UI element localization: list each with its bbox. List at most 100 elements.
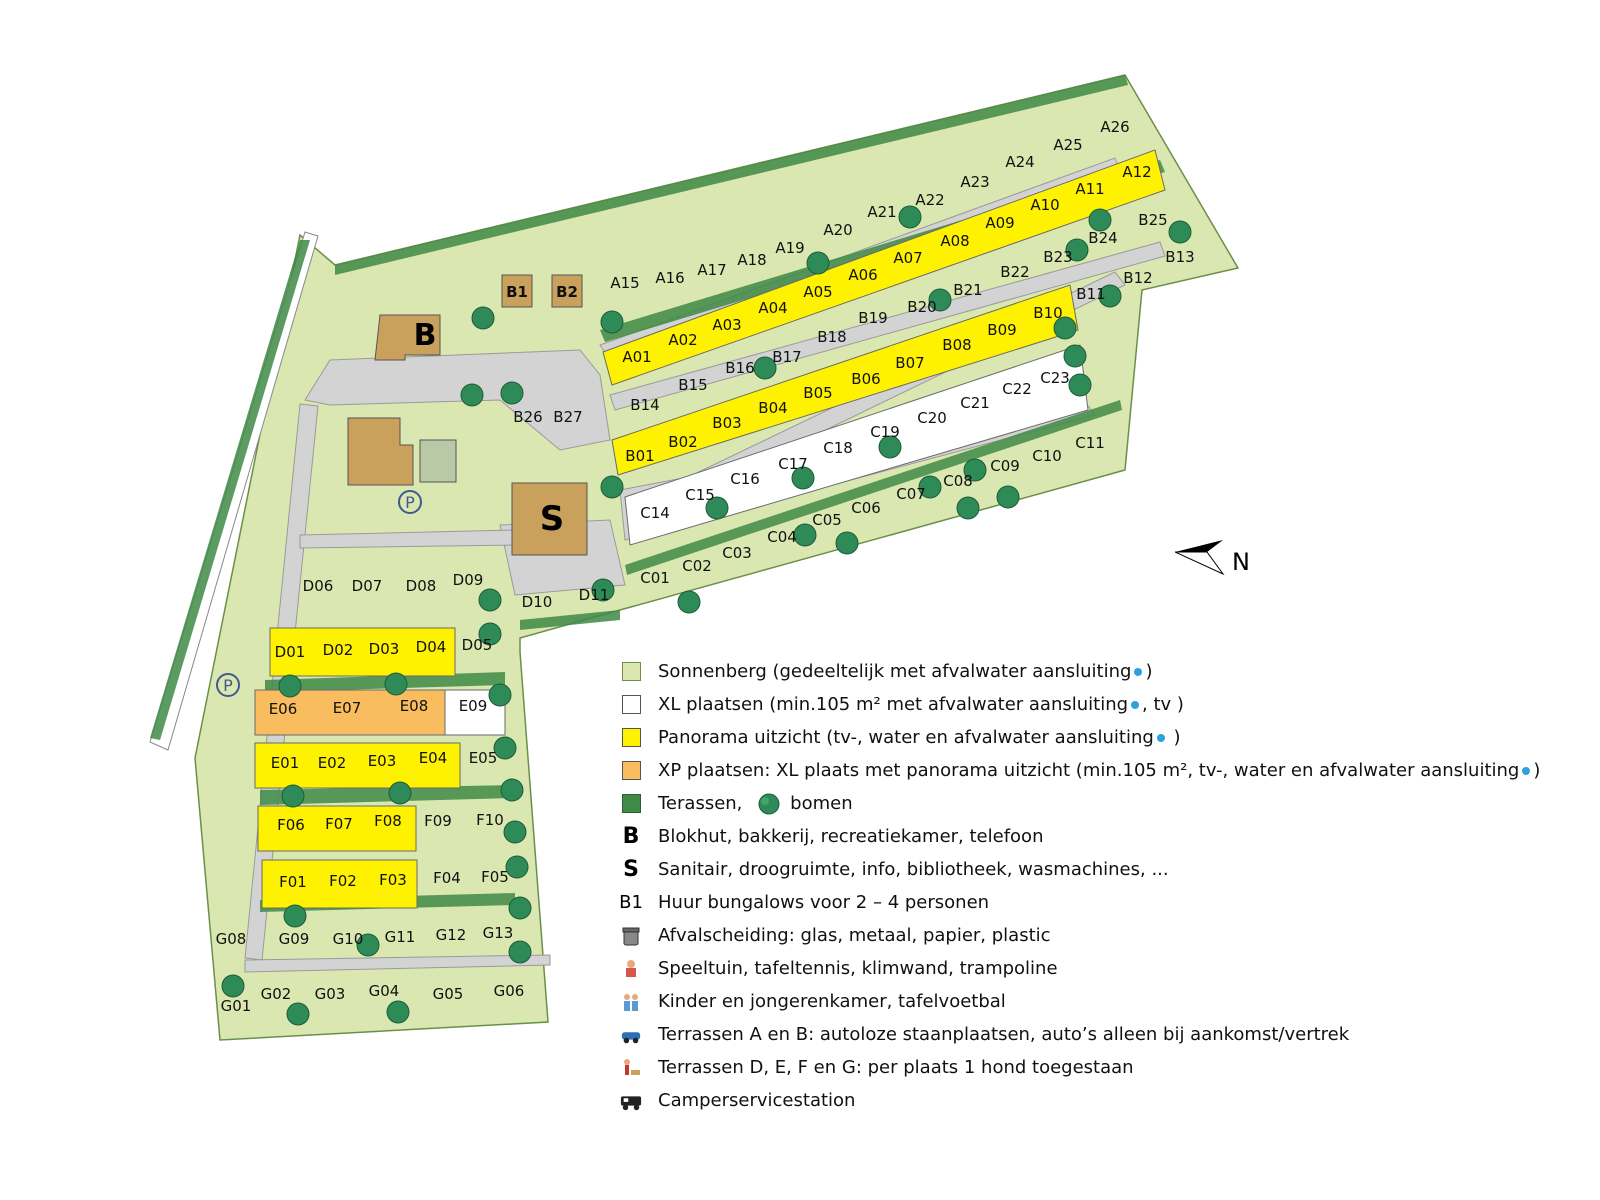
tree-icon bbox=[963, 458, 987, 482]
legend-row: Sonnenberg (gedeeltelijk met afvalwater … bbox=[620, 655, 1595, 688]
plot-label: D03 bbox=[369, 640, 400, 658]
legend-suffix: bomen bbox=[790, 792, 853, 814]
legend-text: XL plaatsen (min.105 m² met afvalwater a… bbox=[658, 694, 1129, 715]
panorama-b-row bbox=[611, 284, 1079, 476]
plot-label: C01 bbox=[640, 569, 670, 587]
plot-label: C22 bbox=[1002, 380, 1032, 398]
panorama-e-row bbox=[254, 742, 461, 789]
tree-icon bbox=[500, 778, 524, 802]
plot-label: B10 bbox=[1033, 304, 1062, 322]
plot-label: C20 bbox=[917, 409, 947, 427]
tree-icon bbox=[758, 793, 780, 814]
legend-text: XP plaatsen: XL plaats met panorama uitz… bbox=[658, 760, 1520, 781]
tree-icon bbox=[1053, 316, 1077, 340]
camper-icon bbox=[620, 1090, 642, 1112]
plot-label: C07 bbox=[896, 485, 926, 503]
plot-label: G05 bbox=[433, 985, 464, 1003]
tree-icon bbox=[600, 310, 624, 334]
plot-label: C14 bbox=[640, 504, 670, 522]
plot-label: D10 bbox=[522, 593, 553, 611]
legend-text: Camperservicestation bbox=[658, 1090, 856, 1111]
trees bbox=[221, 205, 1192, 1026]
legend-row: Afvalscheiding: glas, metaal, papier, pl… bbox=[620, 919, 1595, 952]
plot-label: A02 bbox=[668, 331, 697, 349]
tree-icon bbox=[500, 381, 524, 405]
plot-label: B01 bbox=[625, 447, 654, 465]
legend-text: Terrassen D, E, F en G: per plaats 1 hon… bbox=[658, 1057, 1134, 1078]
plot-label: B09 bbox=[987, 321, 1016, 339]
tree-icon bbox=[221, 974, 245, 998]
legend-text: Afvalscheiding: glas, metaal, papier, pl… bbox=[658, 925, 1051, 946]
plot-label: C06 bbox=[851, 499, 881, 517]
north-arrow-icon bbox=[1175, 540, 1225, 576]
plot-label: C08 bbox=[943, 472, 973, 490]
legend-row: Kinder en jongerenkamer, tafelvoetbal bbox=[620, 985, 1595, 1018]
plot-label: G09 bbox=[279, 930, 310, 948]
tree-icon bbox=[677, 590, 701, 614]
bungalow-b2-label: B2 bbox=[556, 283, 578, 301]
plot-label: C16 bbox=[730, 470, 760, 488]
swatch-grass-icon bbox=[620, 661, 642, 683]
plot-label: A05 bbox=[803, 283, 832, 301]
plot-label: B11 bbox=[1076, 285, 1105, 303]
plot-label: E03 bbox=[368, 752, 397, 770]
legend-text: Sanitair, droogruimte, info, bibliotheek… bbox=[658, 859, 1169, 880]
legend-row: B Blokhut, bakkerij, recreatiekamer, tel… bbox=[620, 820, 1595, 853]
plot-label: A17 bbox=[697, 261, 726, 279]
plot-label: B15 bbox=[678, 376, 707, 394]
plot-label: E05 bbox=[469, 749, 498, 767]
plot-label: D02 bbox=[323, 641, 354, 659]
tree-icon bbox=[508, 896, 532, 920]
plot-label: A09 bbox=[985, 214, 1014, 232]
plot-label: D09 bbox=[453, 571, 484, 589]
legend-text: Terassen, bbox=[658, 792, 743, 814]
tree-icon bbox=[384, 672, 408, 696]
plot-label: C10 bbox=[1032, 447, 1062, 465]
plot-label: F06 bbox=[277, 816, 305, 834]
tree-icon bbox=[898, 205, 922, 229]
plot-label: A12 bbox=[1122, 163, 1151, 181]
buildings: B1 B2 B S bbox=[347, 274, 588, 556]
legend-suffix: ) bbox=[1533, 760, 1541, 781]
plot-label: F08 bbox=[374, 812, 402, 830]
kids-room-icon bbox=[620, 991, 642, 1013]
tree-icon bbox=[1063, 344, 1087, 368]
plot-label: B05 bbox=[803, 384, 832, 402]
plot-label: C19 bbox=[870, 423, 900, 441]
plot-label: F04 bbox=[433, 869, 461, 887]
blokhut-letter-icon: B bbox=[622, 823, 640, 849]
plot-label: G03 bbox=[315, 985, 346, 1003]
plot-label: G10 bbox=[333, 930, 364, 948]
plot-label: D11 bbox=[579, 586, 610, 604]
legend-text: Speeltuin, tafeltennis, klimwand, trampo… bbox=[658, 958, 1058, 979]
plot-label: B19 bbox=[858, 309, 887, 327]
tree-icon bbox=[493, 736, 517, 760]
legend-row: Terassen, bomen bbox=[620, 787, 1595, 820]
legend-row: Speeltuin, tafeltennis, klimwand, trampo… bbox=[620, 952, 1595, 985]
tree-icon bbox=[478, 622, 502, 646]
plot-label: G08 bbox=[216, 930, 247, 948]
plot-label: F02 bbox=[329, 872, 357, 890]
water-hookup-icon bbox=[1156, 734, 1165, 742]
tree-icon bbox=[286, 1002, 310, 1026]
swatch-terrace-icon bbox=[620, 793, 642, 815]
legend-row: XP plaatsen: XL plaats met panorama uitz… bbox=[620, 754, 1595, 787]
plot-label: B08 bbox=[942, 336, 971, 354]
plot-label: C03 bbox=[722, 544, 752, 562]
plot-label: B21 bbox=[953, 281, 982, 299]
tree-icon bbox=[503, 820, 527, 844]
legend-row: B1 Huur bungalows voor 2 – 4 personen bbox=[619, 886, 1595, 919]
plot-label: A24 bbox=[1005, 153, 1034, 171]
plot-label: D05 bbox=[462, 636, 493, 654]
plot-label: B14 bbox=[630, 396, 659, 414]
tree-icon bbox=[388, 781, 412, 805]
plot-label: C23 bbox=[1040, 369, 1070, 387]
xl-c-row bbox=[624, 344, 1089, 546]
car-icon bbox=[620, 1024, 642, 1046]
tree-icon bbox=[591, 578, 615, 602]
tree-icon bbox=[1065, 238, 1089, 262]
parking-symbols: P P bbox=[216, 490, 422, 697]
parking-label-1: P bbox=[405, 493, 415, 512]
plot-label: F01 bbox=[279, 873, 307, 891]
